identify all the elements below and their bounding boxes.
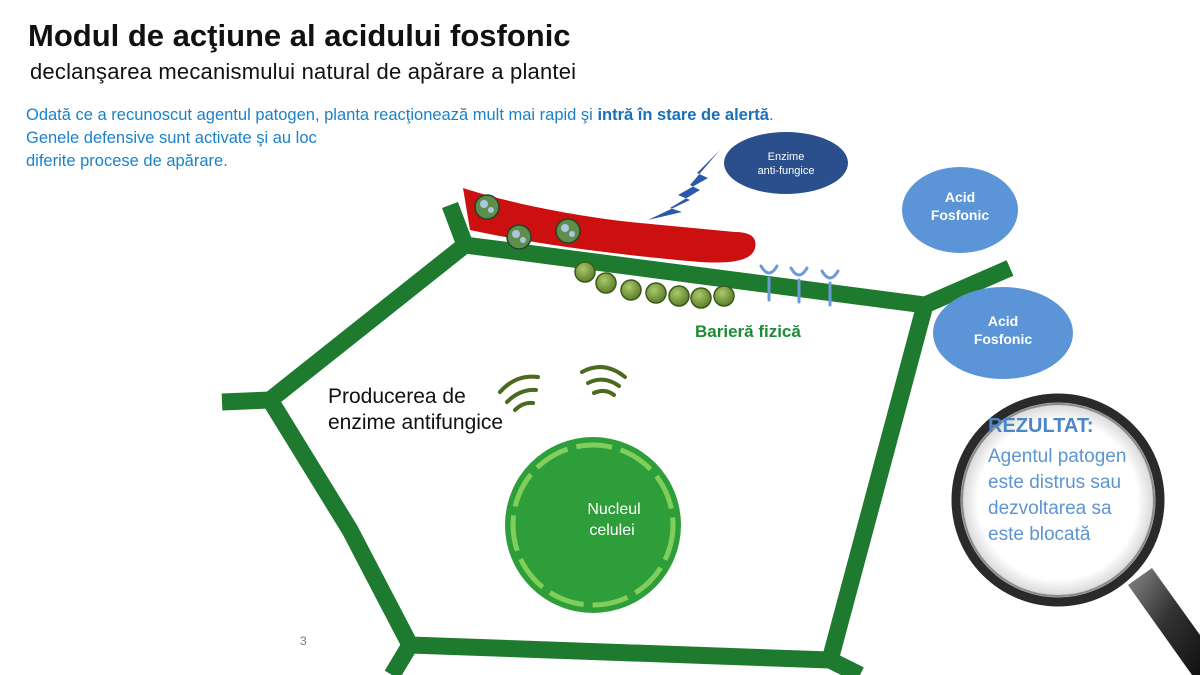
acid-bubble-1 — [902, 167, 1018, 253]
enzyme-production-label: Producerea de enzime antifungice — [328, 384, 503, 436]
acid-bubble-2-label-1: Acid — [988, 313, 1018, 329]
nucleus-label-1: Nucleul — [587, 501, 640, 518]
cell-wall-ext-bottom — [384, 640, 418, 675]
result-title: REZULTAT: — [988, 415, 1094, 437]
result-line-4: este blocată — [988, 524, 1091, 545]
spore-icon — [506, 224, 532, 250]
result-line-2: este distrus sau — [988, 472, 1122, 493]
magnifying-glass-icon — [951, 393, 1200, 675]
intro-line-1: Odată ce a recunoscut agentul patogen, p… — [26, 104, 774, 127]
result-text: Agentul patogen este distrus sau dezvolt… — [988, 444, 1188, 548]
receptor-icon — [759, 264, 779, 302]
receptors — [759, 264, 840, 307]
nucleus: Nucleul celulei — [505, 437, 681, 613]
cell-wall-ext-left — [221, 391, 271, 411]
result-line-1: Agentul patogen — [988, 446, 1127, 467]
magnifier-lens — [951, 393, 1165, 607]
cell-wall — [221, 202, 1014, 675]
enzyme-bubble-label-1: Enzime — [768, 151, 805, 163]
page-number: 3 — [300, 634, 307, 648]
nucleus-membrane — [510, 442, 676, 608]
nucleus-label-2: celulei — [589, 522, 634, 539]
deposit-granule — [645, 282, 667, 304]
intro-line-3: diferite procese de apărare. — [26, 152, 228, 170]
intro-line-2: Genele defensive sunt activate şi au loc — [26, 129, 317, 147]
cell-wall-ext-right — [921, 260, 1014, 313]
deposit-granule — [668, 285, 690, 307]
barrier-label: Barieră fizică — [695, 322, 801, 341]
page-title: Modul de acţiune al acidului fosfonic — [28, 18, 571, 53]
acid-bubble-2 — [933, 287, 1073, 379]
deposit-granule — [574, 261, 596, 283]
pathogen-spores — [474, 194, 581, 250]
magnifier-handle — [1128, 568, 1200, 675]
acid-bubble-2-label-2: Fosfonic — [974, 331, 1033, 347]
cell-wall-ext-bottom-right — [826, 652, 864, 675]
intro-text: Odată ce a recunoscut agentul patogen, p… — [26, 104, 774, 173]
page-subtitle: declanşarea mecanismului natural de apăr… — [30, 59, 577, 84]
result-line-3: dezvoltarea sa — [988, 498, 1112, 519]
receptor-icon — [820, 269, 840, 307]
receptor-icon — [789, 266, 809, 304]
spore-icon — [474, 194, 500, 220]
spore-icon — [555, 218, 581, 244]
intro-line-1-bold: intră în stare de alertă — [597, 106, 769, 124]
intro-line-1-end: . — [768, 106, 774, 124]
deposit-granule — [620, 279, 642, 301]
acid-bubble-1-label-1: Acid — [945, 189, 975, 205]
intro-line-1-plain: Odată ce a recunoscut agentul patogen, p… — [26, 106, 598, 124]
enzyme-production-line-2: enzime antifungice — [328, 411, 504, 434]
deposit-granule — [690, 287, 712, 309]
enzyme-production-line-1: Producerea de — [328, 385, 466, 408]
enzyme-signal-icon — [498, 365, 627, 412]
deposit-granule — [595, 272, 617, 294]
barrier-deposits — [574, 261, 735, 309]
deposit-granule — [713, 285, 735, 307]
enzyme-bubble-label-2: anti-fungice — [758, 165, 815, 177]
pathogen-hypha — [463, 188, 756, 263]
enzyme-bubble — [724, 132, 848, 194]
cell-wall-ext-top — [442, 202, 473, 248]
acid-bubble-1-label-2: Fosfonic — [931, 207, 990, 223]
